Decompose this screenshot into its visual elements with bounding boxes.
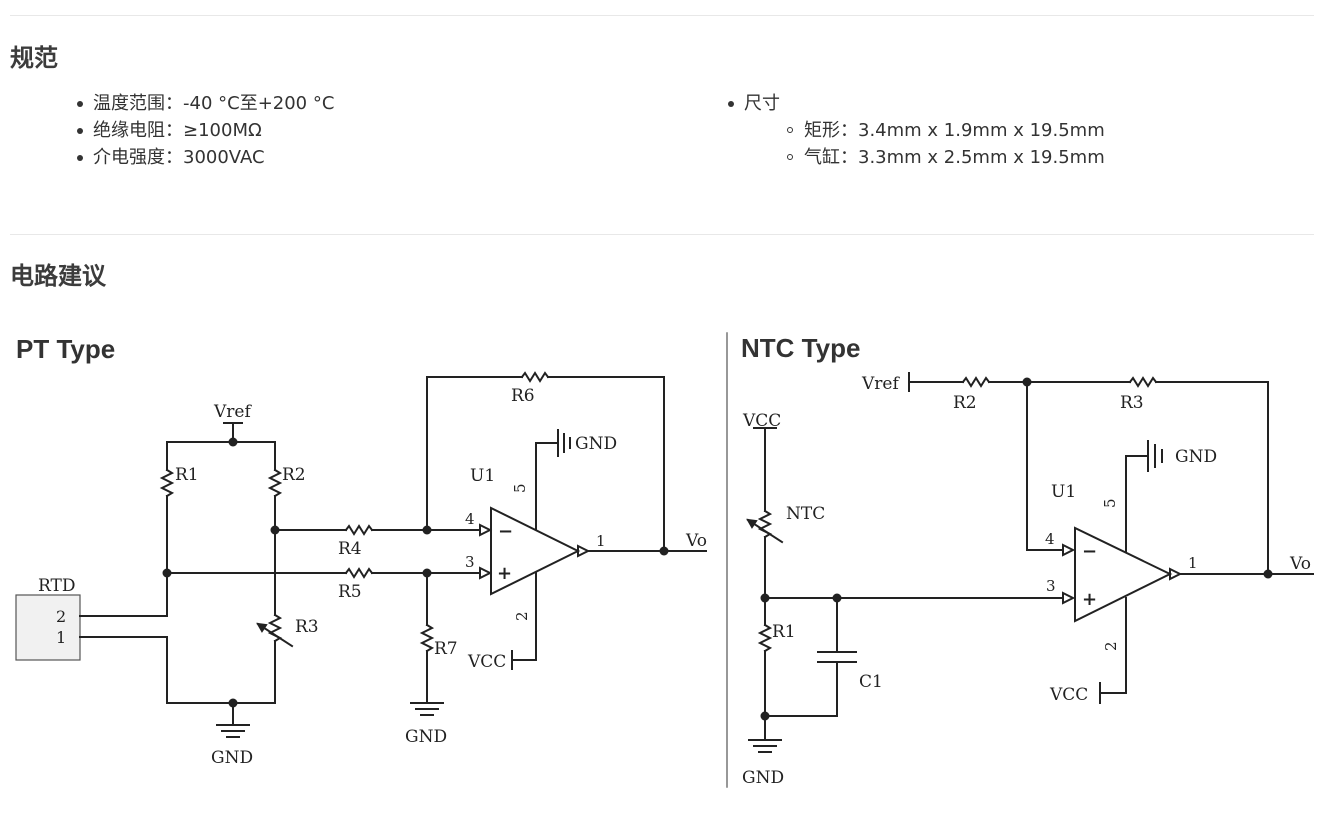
pt-title: PT Type xyxy=(16,334,115,364)
spec-list-right: 尺寸 xyxy=(726,90,780,117)
ntc-pin2: 2 xyxy=(1102,641,1120,651)
ntc-vcc-top: VCC xyxy=(742,411,781,431)
list-item-dimensions: 尺寸 xyxy=(726,90,780,117)
spec-heading: 规范 xyxy=(10,44,58,72)
pt-vo-label: Vo xyxy=(685,531,707,551)
list-item: 介电强度：3000VAC xyxy=(75,144,334,171)
pt-r6-label: R6 xyxy=(511,386,535,406)
pt-rtd-pin2: 2 xyxy=(56,607,66,626)
ntc-pin3: 3 xyxy=(1046,577,1056,595)
ntc-u1-label: U1 xyxy=(1051,482,1076,502)
pt-rtd-pin1: 1 xyxy=(56,628,66,647)
top-divider xyxy=(10,15,1314,16)
ntc-gnd-top: GND xyxy=(1175,447,1217,467)
pt-pin3: 3 xyxy=(465,553,475,571)
list-item: 温度范围：-40 °C至+200 °C xyxy=(75,90,334,117)
ntc-pin5: 5 xyxy=(1101,498,1119,508)
pt-circuit xyxy=(15,371,707,738)
ntc-circuit xyxy=(746,372,1314,753)
pt-rtd-label: RTD xyxy=(38,576,75,596)
ntc-r3-label: R3 xyxy=(1120,393,1144,413)
pt-gnd-r7: GND xyxy=(405,727,447,747)
list-subitem: 气缸：3.3mm x 2.5mm x 19.5mm xyxy=(786,144,1105,171)
pt-vref-label: Vref xyxy=(213,402,252,422)
pt-r1-label: R1 xyxy=(175,465,199,485)
ntc-vo-label: Vo xyxy=(1289,554,1311,574)
circuit-heading: 电路建议 xyxy=(10,262,106,290)
pt-pin5: 5 xyxy=(511,483,529,493)
ntc-title: NTC Type xyxy=(741,333,860,363)
pt-minus: − xyxy=(498,521,513,542)
pt-r4-label: R4 xyxy=(338,539,362,559)
list-item: 绝缘电阻：≥100MΩ xyxy=(75,117,334,144)
ntc-vref-label: Vref xyxy=(861,374,900,394)
pt-r5-label: R5 xyxy=(338,582,362,602)
pt-r2-label: R2 xyxy=(282,465,306,485)
ntc-ntc-label: NTC xyxy=(786,504,825,524)
pt-pin2: 2 xyxy=(513,611,531,621)
pt-pin1: 1 xyxy=(596,532,606,550)
circuit-diagrams: PT Type Vref R1 R2 R3 R4 R5 R6 R7 RTD 2 … xyxy=(15,332,1314,788)
pt-gnd-top: GND xyxy=(575,434,617,454)
spec-list-left: 温度范围：-40 °C至+200 °C 绝缘电阻：≥100MΩ 介电强度：300… xyxy=(75,90,334,171)
ntc-r1-label: R1 xyxy=(772,622,796,642)
ntc-minus: − xyxy=(1082,541,1097,562)
pt-pin4: 4 xyxy=(465,510,475,528)
ntc-pin1: 1 xyxy=(1188,554,1198,572)
pt-r7-label: R7 xyxy=(434,639,458,659)
circuit-figure: PT Type Vref R1 R2 R3 R4 R5 R6 R7 RTD 2 … xyxy=(0,315,1317,813)
ntc-gnd-bottom: GND xyxy=(742,768,784,788)
pt-u1-label: U1 xyxy=(470,466,495,486)
ntc-r2-label: R2 xyxy=(953,393,977,413)
spec-sublist: 矩形：3.4mm x 1.9mm x 19.5mm 气缸：3.3mm x 2.5… xyxy=(786,117,1105,171)
pt-vcc-label: VCC xyxy=(467,652,506,672)
pt-plus: + xyxy=(497,563,512,584)
ntc-pin4: 4 xyxy=(1045,530,1055,548)
ntc-c1-label: C1 xyxy=(859,672,883,692)
pt-r3-label: R3 xyxy=(295,617,319,637)
list-subitem: 矩形：3.4mm x 1.9mm x 19.5mm xyxy=(786,117,1105,144)
ntc-vcc-label: VCC xyxy=(1049,685,1088,705)
pt-gnd-bottom: GND xyxy=(211,748,253,768)
section-divider xyxy=(10,234,1314,235)
ntc-plus: + xyxy=(1082,589,1097,610)
